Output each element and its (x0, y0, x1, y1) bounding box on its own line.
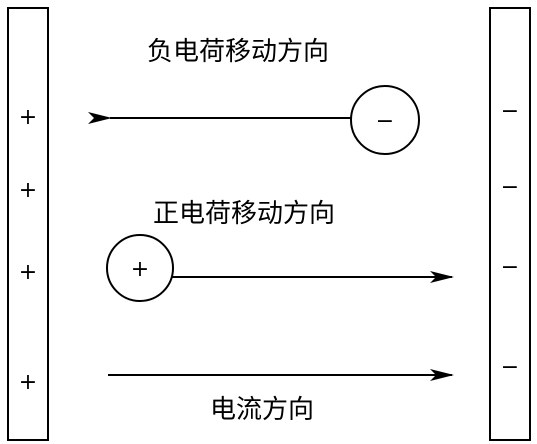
right-plate (489, 7, 531, 441)
negative-charge-symbol: − (376, 109, 394, 134)
left-plate-sign: + (19, 178, 37, 203)
current-direction-label: 电流方向 (210, 395, 314, 425)
left-plate-sign: + (19, 260, 37, 285)
right-plate-sign: − (501, 255, 519, 280)
right-plate-sign: − (501, 99, 519, 124)
positive-charge-direction-label: 正电荷移动方向 (153, 199, 335, 229)
right-plate-sign: − (501, 175, 519, 200)
left-plate (7, 7, 49, 441)
left-plate-sign: + (19, 370, 37, 395)
negative-charge-circle (350, 85, 420, 155)
right-plate-sign: − (501, 355, 519, 380)
left-plate-sign: + (19, 105, 37, 130)
positive-charge-circle (106, 234, 174, 302)
positive-charge-symbol: + (131, 257, 149, 282)
negative-charge-direction-label: 负电荷移动方向 (147, 37, 329, 67)
